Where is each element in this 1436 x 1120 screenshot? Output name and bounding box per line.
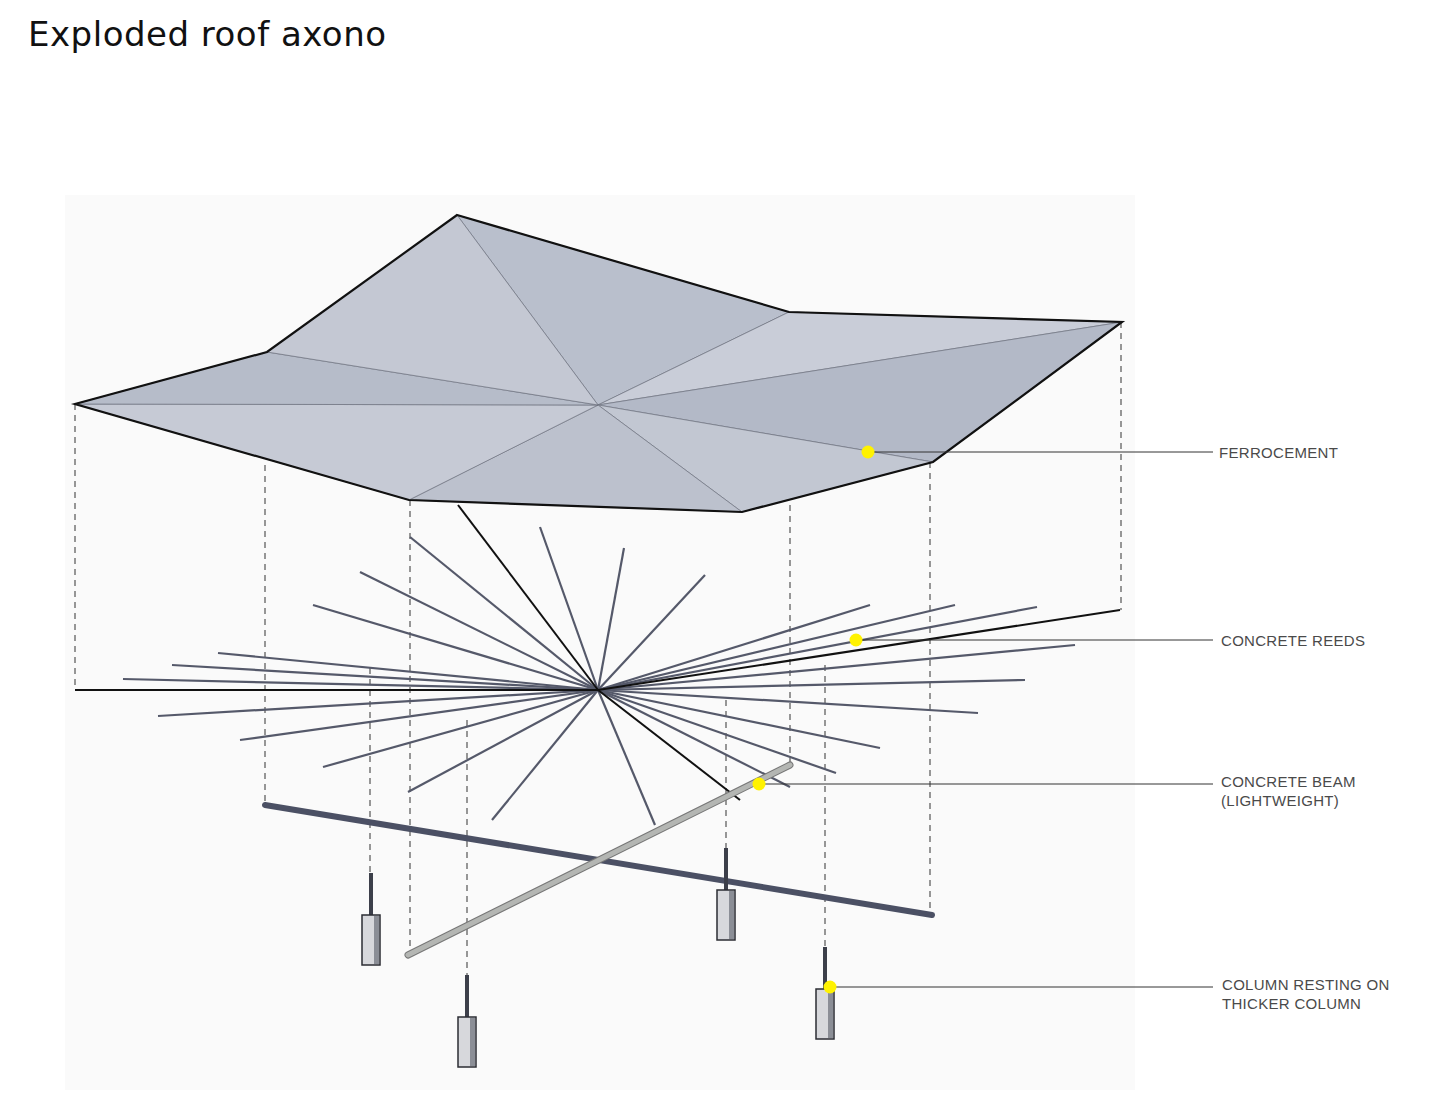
column-shade xyxy=(470,1018,475,1066)
projection-line xyxy=(930,462,931,915)
concrete-reed xyxy=(598,645,1075,690)
callout-dot xyxy=(850,634,863,647)
concrete-reed xyxy=(598,690,790,787)
concrete-reed xyxy=(240,690,598,740)
projection-line xyxy=(75,404,76,690)
thin-column xyxy=(465,975,469,1019)
projection-line xyxy=(467,720,468,975)
concrete-reed xyxy=(408,690,598,792)
concrete-reed xyxy=(598,548,624,690)
diagram-title: Exploded roof axono xyxy=(28,14,387,54)
projection-line xyxy=(1121,322,1122,610)
callout-dot xyxy=(824,981,837,994)
concrete-reed xyxy=(75,689,598,691)
background-panel xyxy=(65,195,1135,1090)
thick-column xyxy=(816,989,834,1039)
projection-line xyxy=(825,665,826,948)
part-label: CONCRETE REEDS xyxy=(1221,631,1421,650)
concrete-reed xyxy=(598,690,655,825)
column-shade xyxy=(374,916,379,964)
roof-outline xyxy=(75,215,1122,512)
concrete-reed xyxy=(598,610,1120,690)
concrete-reed xyxy=(598,690,740,800)
thin-column xyxy=(724,848,728,892)
part-label: FERROCEMENT xyxy=(1219,443,1419,462)
part-label: CONCRETE BEAM (LIGHTWEIGHT) xyxy=(1221,772,1371,810)
thin-column xyxy=(369,873,373,917)
column-shade xyxy=(729,891,734,939)
leader-line xyxy=(759,784,1213,785)
concrete-reed xyxy=(458,505,598,690)
concrete-reed xyxy=(158,690,598,716)
roof-facet xyxy=(75,404,598,500)
concrete-reed xyxy=(540,527,598,690)
concrete-reed xyxy=(598,607,1037,690)
part-label: COLUMN RESTING ON THICKER COLUMN xyxy=(1222,975,1412,1013)
concrete-beam-outline xyxy=(408,765,790,955)
projection-line xyxy=(265,465,266,805)
thick-column xyxy=(717,890,735,940)
projection-line xyxy=(410,500,411,955)
concrete-reed xyxy=(492,690,598,820)
leader-line xyxy=(856,640,1213,641)
leader-line xyxy=(830,987,1213,988)
concrete-reed xyxy=(598,680,1025,690)
callout-dot xyxy=(862,446,875,459)
column-shade xyxy=(828,990,833,1038)
projection-line xyxy=(726,700,727,850)
projection-line xyxy=(790,505,791,765)
leader-line xyxy=(868,452,1213,453)
projection-line xyxy=(370,668,371,875)
thick-column xyxy=(362,915,380,965)
concrete-reed xyxy=(313,605,598,690)
concrete-reed xyxy=(598,605,955,690)
concrete-beam xyxy=(408,765,790,955)
roof-facet xyxy=(267,215,598,405)
concrete-reed xyxy=(123,679,598,690)
concrete-reed xyxy=(598,690,836,773)
concrete-reed xyxy=(323,690,598,767)
thick-column xyxy=(458,1017,476,1067)
callout-dot xyxy=(753,778,766,791)
concrete-reed xyxy=(172,665,598,690)
